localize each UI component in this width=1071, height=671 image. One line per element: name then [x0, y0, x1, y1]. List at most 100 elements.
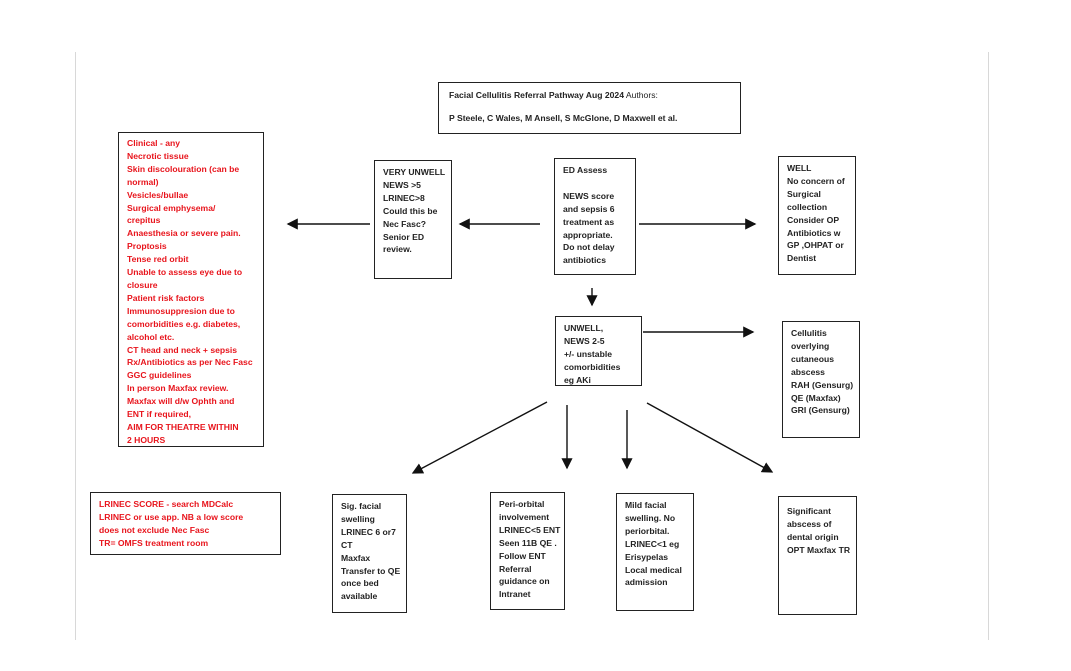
box-line: NEWS 2-5	[564, 335, 605, 346]
box-line: treatment as	[563, 216, 615, 227]
box-line: NEWS score	[563, 190, 615, 201]
box-line: Transfer to QE	[341, 565, 401, 576]
box-line: OPT Maxfax TR	[787, 544, 851, 555]
box-line: Anaesthesia or severe pain.	[127, 228, 241, 239]
box-line: Erisypelas	[625, 551, 668, 562]
box-line: Nec Fasc?	[383, 218, 426, 229]
box-line: LRINEC or use app. NB a low score	[99, 511, 244, 522]
box-line: WELL	[787, 163, 812, 173]
title-box: Facial Cellulitis Referral Pathway Aug 2…	[438, 82, 741, 134]
box-line: comorbidities e.g. diabetes,	[127, 318, 241, 329]
box-line: crepitus	[127, 215, 161, 226]
box-line: NEWS >5	[383, 179, 421, 190]
box-line: LRINEC<1 eg	[625, 538, 680, 549]
box-line: Vesicles/bullae	[127, 189, 189, 200]
box-line: comorbidities	[564, 361, 621, 372]
box-line: No concern of	[787, 175, 845, 186]
box-line: Sig. facial	[341, 501, 382, 511]
box-line: appropriate.	[563, 229, 613, 240]
box-line: Necrotic tissue	[127, 150, 189, 161]
box-line: Significant	[787, 506, 831, 516]
box-line: Immunosuppresion due to	[127, 305, 235, 316]
box-line: Senior ED	[383, 231, 425, 242]
box-line: Peri-orbital	[499, 499, 545, 509]
box-line: LRINEC<5 ENT	[499, 524, 561, 535]
box-line: antibiotics	[563, 255, 606, 266]
box-line: Maxfax will d/w Ophth and	[127, 396, 235, 407]
box-line: QE (Maxfax)	[791, 392, 841, 403]
box-line: Local medical	[625, 564, 682, 575]
box-line: 2 HOURS	[127, 434, 166, 445]
box-line: abscess of	[787, 518, 832, 529]
box-line: In person Maxfax review.	[127, 383, 229, 394]
box-line: CT head and neck + sepsis	[127, 344, 238, 355]
page-edge-left	[75, 52, 76, 640]
box-line: Seen 11B QE .	[499, 537, 557, 548]
box-line	[563, 177, 627, 190]
box-line: ENT if required,	[127, 409, 191, 420]
box-line: once bed	[341, 578, 379, 589]
box-line: eg AKi	[564, 374, 591, 385]
box-line: Referral	[499, 563, 532, 574]
box-line: periorbital.	[625, 525, 670, 536]
box-line: Tense red orbit	[127, 254, 189, 265]
box-line: Mild facial	[625, 500, 667, 510]
box-line: LRINEC 6 or7	[341, 526, 396, 537]
arrow-unwell-to-dental	[646, 402, 774, 473]
box-line: abscess	[791, 366, 825, 377]
box-line: normal)	[127, 176, 159, 187]
box-line: swelling	[341, 513, 375, 524]
box-line: Surgical	[787, 188, 821, 199]
box-line: collection	[787, 201, 828, 212]
mild-facial-swelling-box: Mild facial swelling. No periorbital. LRINE…	[616, 493, 694, 611]
box-line: UNWELL,	[564, 323, 604, 333]
box-line: Unable to assess eye due to	[127, 267, 243, 278]
box-line: Intranet	[499, 589, 531, 600]
title-bold: Facial Cellulitis Referral Pathway Aug 2…	[449, 90, 624, 100]
box-line: review.	[383, 244, 412, 255]
box-line: Rx/Antibiotics as per Nec Fasc	[127, 357, 253, 368]
title-authors-label: Authors:	[623, 90, 658, 100]
box-line: Proptosis	[127, 241, 167, 252]
box-line: ED Assess	[563, 165, 608, 175]
box-line: alcohol etc.	[127, 331, 175, 342]
box-line: Clinical - any	[127, 138, 181, 148]
box-line: overlying	[791, 340, 830, 351]
box-line: GGC guidelines	[127, 370, 192, 381]
box-line: and sepsis 6	[563, 203, 615, 214]
box-line: Could this be	[383, 205, 438, 216]
box-line: guidance on	[499, 576, 550, 587]
box-line: closure	[127, 279, 158, 290]
box-line: Patient risk factors	[127, 292, 205, 303]
box-line: LRINEC>8	[383, 192, 425, 203]
box-line: available	[341, 591, 378, 602]
box-line: Surgical emphysema/	[127, 202, 216, 213]
box-line: does not exclude Nec Fasc	[99, 524, 210, 535]
box-line: Maxfax	[341, 552, 371, 563]
box-line: AIM FOR THEATRE WITHIN	[127, 421, 239, 432]
box-line: Dentist	[787, 253, 817, 264]
box-line: GRI (Gensurg)	[791, 405, 850, 416]
box-line: swelling. No	[625, 512, 676, 523]
box-line: Cellulitis	[791, 328, 827, 338]
box-line: CT	[341, 539, 353, 550]
box-line: VERY UNWELL	[383, 167, 446, 177]
box-line: Antibiotics w	[787, 227, 841, 238]
box-line: Do not delay	[563, 242, 615, 253]
box-line: admission	[625, 577, 668, 588]
authors: P Steele, C Wales, M Ansell, S McGlone, …	[449, 112, 678, 123]
box-line: Follow ENT	[499, 550, 546, 561]
box-line: TR= OMFS treatment room	[99, 537, 209, 548]
box-line: Consider OP	[787, 214, 840, 225]
box-line: dental origin	[787, 531, 839, 542]
